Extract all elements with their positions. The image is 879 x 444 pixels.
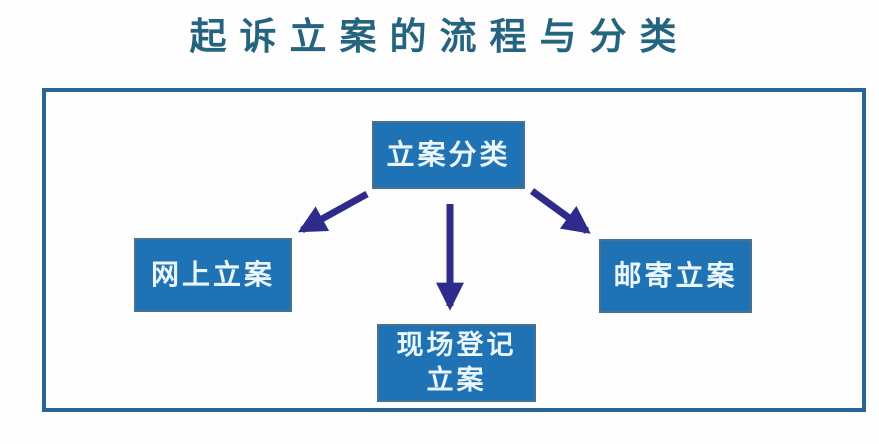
page-title: 起诉立案的流程与分类 (189, 14, 690, 58)
node-onsite-line2: 立案 (426, 365, 487, 395)
node-filing-classification: 立案分类 (372, 121, 525, 189)
node-onsite-line1: 现场登记 (396, 329, 517, 360)
arrow-to-online-filing (297, 190, 369, 234)
node-online-filing: 网上立案 (134, 238, 292, 312)
node-mail-filing: 邮寄立案 (599, 239, 752, 313)
node-onsite-registration-filing: 现场登记 立案 (377, 324, 536, 402)
diagram-frame: 立案分类 网上立案 现场登记 立案 邮寄立案 (42, 88, 866, 412)
arrow-to-mail-filing (529, 188, 591, 234)
